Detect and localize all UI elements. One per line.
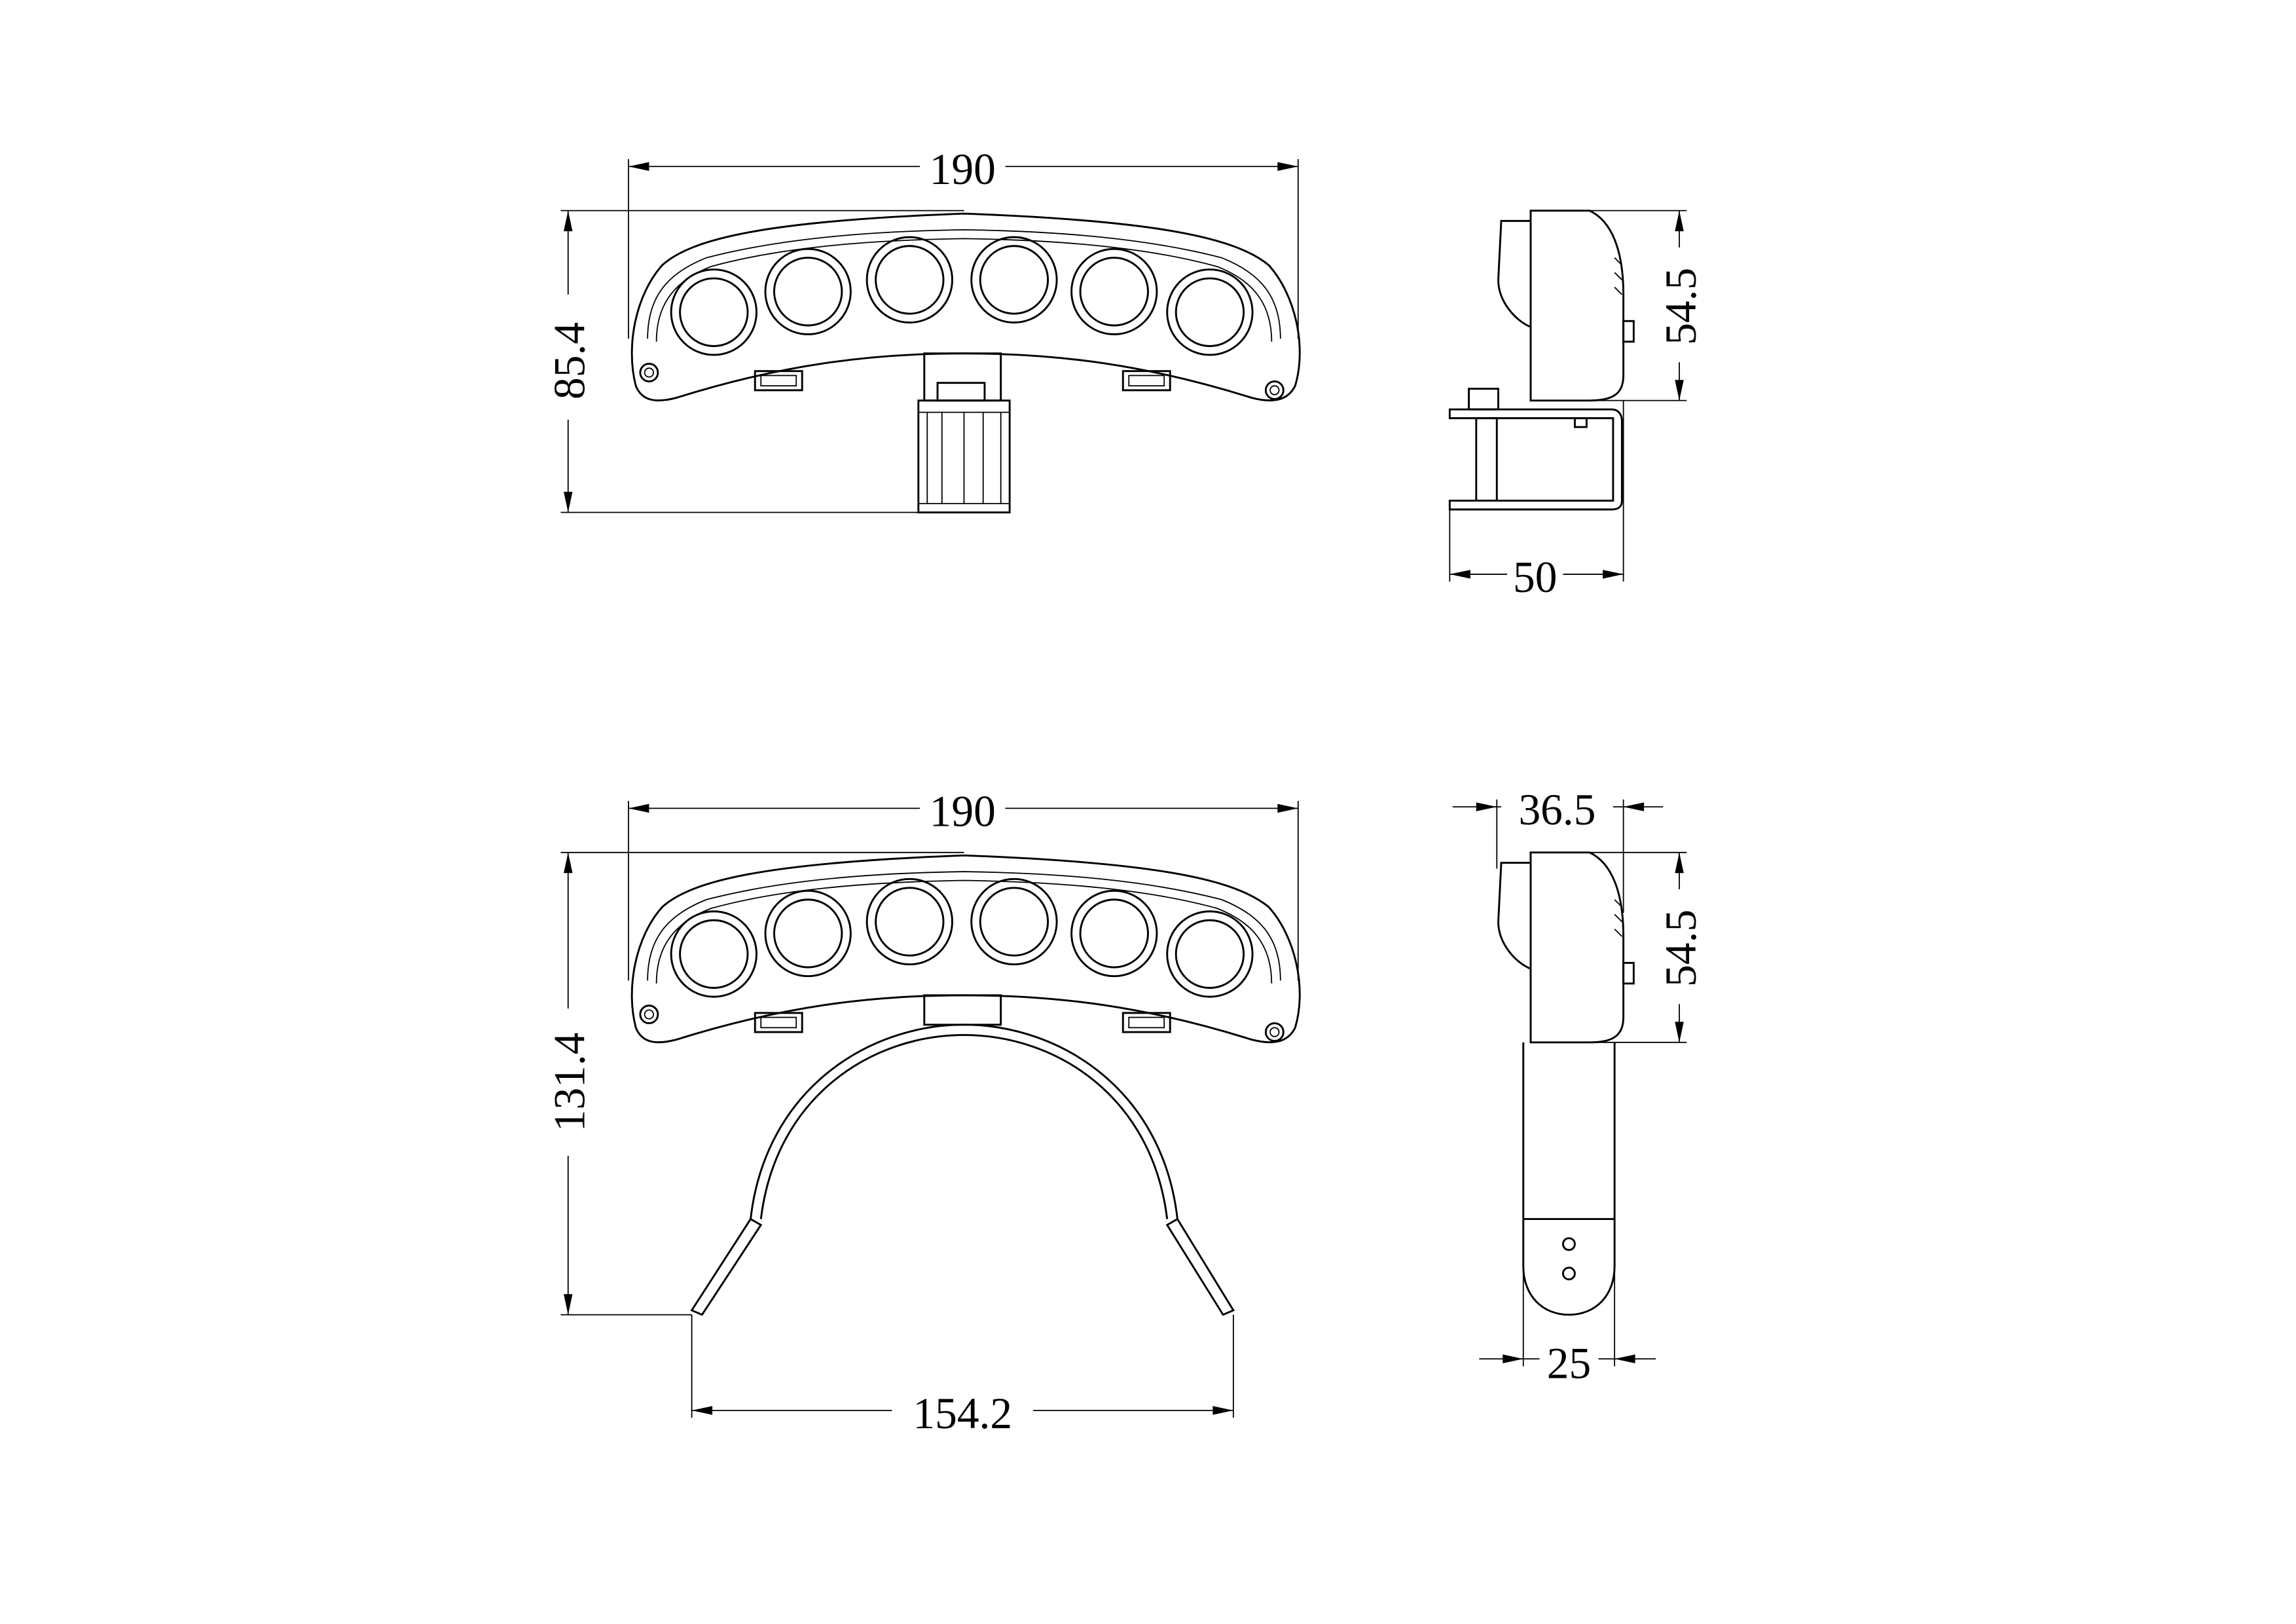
dim-strap-width: 25 [1547, 1338, 1591, 1388]
dim-height-bottom: 131.4 [545, 1033, 594, 1132]
clamp [917, 399, 1011, 513]
dim-depth-side-bottom: 36.5 [1518, 785, 1595, 834]
dim-width-top: 190 [930, 145, 996, 194]
side-view-bottom: 36.5 54.5 25 [1452, 785, 1705, 1388]
dim-width-bottom: 190 [930, 786, 996, 836]
mount-stem [923, 352, 1002, 402]
side-view-top: 54.5 50 [1448, 210, 1705, 602]
front-view-bottom: 190 131.4 154.2 [544, 786, 1301, 1438]
dim-height-side-bottom: 54.5 [1656, 910, 1705, 987]
dim-height-side-top: 54.5 [1656, 268, 1705, 345]
dim-depth-side-top: 50 [1513, 553, 1557, 602]
front-view-top: 190 85.4 [544, 144, 1301, 513]
dim-bracket-span: 154.2 [913, 1389, 1012, 1438]
dim-height-top: 85.4 [545, 322, 594, 399]
